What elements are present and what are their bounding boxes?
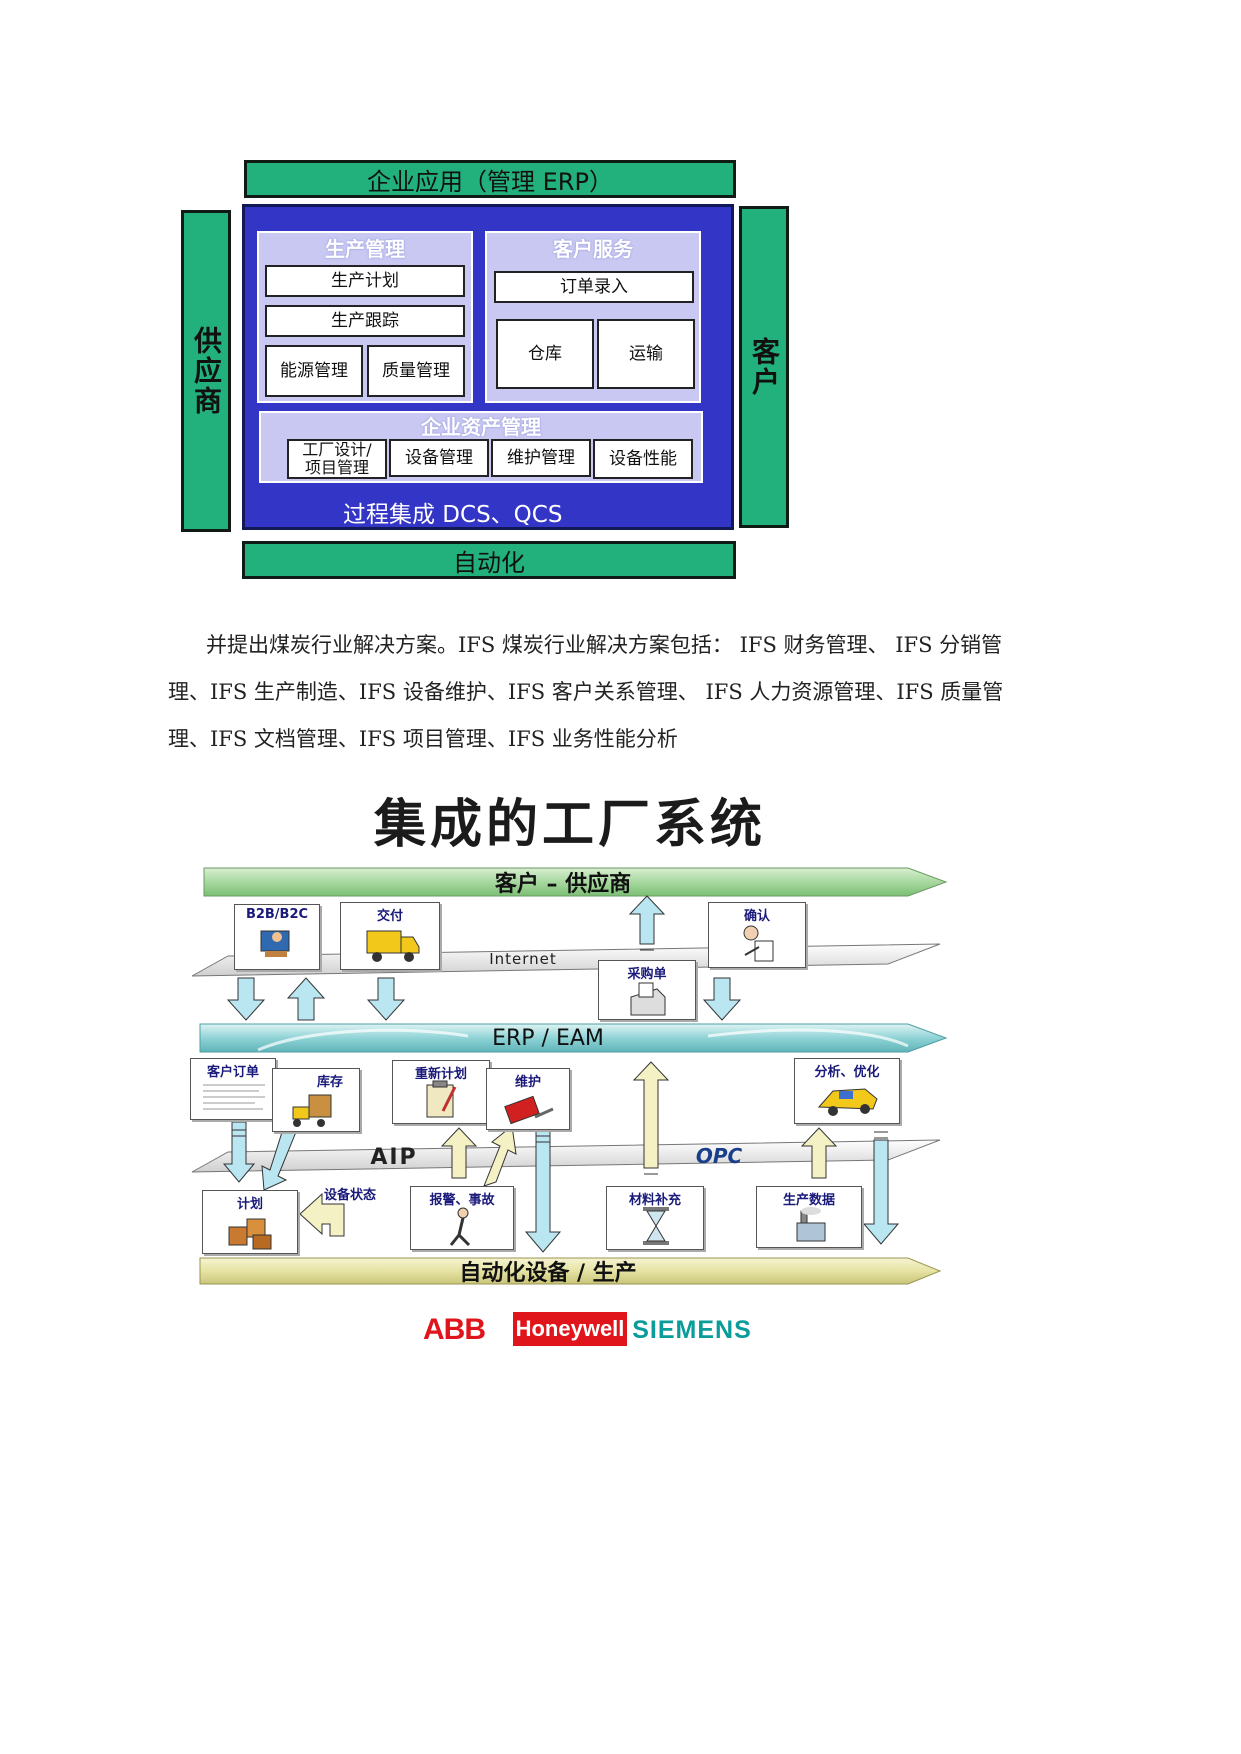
supplier-column: 供应商	[181, 210, 231, 532]
plant-design-line1: 工厂设计/	[302, 440, 372, 459]
equipment-status-label: 设备状态	[324, 1188, 377, 1203]
automation-bar: 自动化	[242, 541, 736, 579]
fallen-worker-icon	[449, 1207, 471, 1247]
inventory-card-label: 库存	[316, 1075, 343, 1090]
arrow-down-b2b	[226, 977, 266, 1021]
document-icon	[203, 1084, 265, 1110]
arrow-up-production-data	[800, 1127, 838, 1179]
process-integration-label: 过程集成 DCS、QCS	[343, 502, 563, 528]
order-entry-box: 订单录入	[494, 271, 694, 303]
automation-production-band	[199, 1257, 942, 1285]
confirm-card: 确认	[708, 902, 806, 968]
erp-eam-label: ERP / EAM	[492, 1025, 604, 1051]
integrated-plant-diagram: 客户 – 供应商 Internet ERP / EAM AIP 自动化设备 / …	[188, 860, 958, 1300]
enterprise-architecture-diagram: 企业应用（管理 ERP） 供应商 客户 生产管理 生产计划 生产跟踪 能源管理 …	[178, 158, 798, 588]
toolbox-icon	[504, 1095, 554, 1125]
equipment-performance-box: 设备性能	[593, 439, 693, 479]
diagram-graphics	[191, 867, 948, 1285]
aip-label: AIP	[370, 1144, 418, 1170]
core-systems-block: 生产管理 生产计划 生产跟踪 能源管理 质量管理 客户服务 订单录入 仓库 运输…	[242, 204, 734, 530]
customer-column: 客户	[739, 206, 789, 528]
customer-service-title: 客户服务	[553, 236, 633, 261]
transport-box: 运输	[597, 319, 695, 389]
plant-design-line2: 项目管理	[304, 458, 369, 477]
production-data-card: 生产数据	[756, 1186, 862, 1248]
replan-card-label: 重新计划	[414, 1067, 467, 1082]
production-management-title: 生产管理	[325, 236, 405, 261]
factory-icon	[796, 1207, 826, 1242]
production-plan-box: 生产计划	[265, 265, 465, 297]
alarm-card: 报警、事故	[410, 1186, 514, 1250]
asset-management-title: 企业资产管理	[421, 414, 541, 439]
arrow-up-replan	[440, 1127, 478, 1179]
purchase-order-card: 采购单	[598, 960, 696, 1020]
integrated-plant-title: 集成的工厂系统	[373, 794, 766, 855]
automation-production-label: 自动化设备 / 生产	[459, 1261, 637, 1286]
arrow-diag-inventory	[261, 1125, 297, 1191]
warehouse-box: 仓库	[496, 319, 594, 389]
plan-card: 计划	[202, 1190, 298, 1254]
signing-person-icon	[743, 925, 774, 962]
equipment-management-box: 设备管理	[389, 439, 489, 477]
honeywell-logo: Honeywell	[513, 1312, 627, 1346]
plan-card-label: 计划	[236, 1197, 263, 1212]
customer-order-card: 客户订单	[190, 1058, 276, 1120]
delivery-card-label: 交付	[376, 909, 403, 924]
confirm-card-label: 确认	[743, 909, 770, 924]
abb-logo: ABB	[423, 1313, 486, 1346]
arrow-up-erp-tall	[632, 1061, 670, 1169]
hourglass-icon	[643, 1207, 669, 1245]
material-card: 材料补充	[606, 1186, 704, 1250]
production-data-card-label: 生产数据	[782, 1193, 835, 1208]
asset-management-panel: 企业资产管理 工厂设计/ 项目管理 设备管理 维护管理 设备性能	[259, 411, 703, 483]
material-card-label: 材料补充	[628, 1193, 681, 1208]
delivery-card: 交付	[340, 902, 440, 970]
analysis-card-label: 分析、优化	[814, 1065, 880, 1080]
customer-order-card-label: 客户订单	[206, 1065, 259, 1080]
computer-user-icon	[260, 930, 290, 957]
arrow-down-erp-mid	[524, 1111, 562, 1253]
plant-design-box: 工厂设计/ 项目管理	[287, 439, 387, 479]
arrow-up-purchase	[628, 895, 666, 945]
forklift-icon	[292, 1094, 332, 1127]
mailbox-icon	[630, 982, 666, 1016]
internet-label: Internet	[489, 950, 557, 968]
clipboard-icon	[426, 1080, 457, 1118]
paragraph-line-3: 理、IFS 文档管理、IFS 项目管理、IFS 业务性能分析	[168, 727, 678, 751]
b2b-card-label: B2B/B2C	[245, 907, 309, 922]
production-management-panel: 生产管理 生产计划 生产跟踪 能源管理 质量管理	[257, 231, 473, 403]
analysis-card: 分析、优化	[794, 1058, 900, 1124]
arrow-diag-maintenance	[483, 1125, 517, 1187]
customer-supplier-band	[203, 867, 948, 897]
boxes-icon	[228, 1218, 272, 1250]
arrow-down-confirm	[702, 977, 742, 1021]
arrow-down-delivery	[366, 977, 406, 1021]
inventory-card: 库存	[272, 1068, 360, 1132]
replan-card: 重新计划	[392, 1060, 490, 1124]
paragraph-line-1: 并提出煤炭行业解决方案。IFS 煤炭行业解决方案包括： IFS 财务管理、 IF…	[206, 633, 1003, 657]
paragraph-line-2: 理、IFS 生产制造、IFS 设备维护、IFS 客户关系管理、 IFS 人力资源…	[168, 680, 1004, 704]
alarm-card-label: 报警、事故	[429, 1193, 495, 1208]
opc-logo: OPC	[695, 1144, 743, 1168]
energy-management-box: 能源管理	[265, 345, 363, 397]
purchase-order-card-label: 采购单	[627, 967, 667, 982]
production-tracking-box: 生产跟踪	[265, 305, 465, 337]
quality-management-box: 质量管理	[367, 345, 465, 397]
truck-icon	[366, 930, 420, 962]
b2b-card: B2B/B2C	[234, 904, 320, 970]
maintenance-management-box: 维护管理	[491, 439, 591, 477]
arrow-equipment-status	[299, 1192, 345, 1237]
enterprise-application-bar: 企业应用（管理 ERP）	[244, 160, 736, 198]
maintenance-card: 维护	[486, 1068, 570, 1130]
arrow-down-right	[862, 1139, 900, 1245]
customer-service-panel: 客户服务 订单录入 仓库 运输	[485, 231, 701, 403]
maintenance-card-label: 维护	[514, 1075, 541, 1090]
arrow-up-b2b-return	[286, 977, 326, 1021]
race-car-icon	[817, 1088, 878, 1116]
siemens-logo: SIEMENS	[632, 1315, 752, 1344]
arrow-down-customer-order	[222, 1121, 256, 1183]
customer-supplier-label: 客户 – 供应商	[494, 872, 632, 897]
